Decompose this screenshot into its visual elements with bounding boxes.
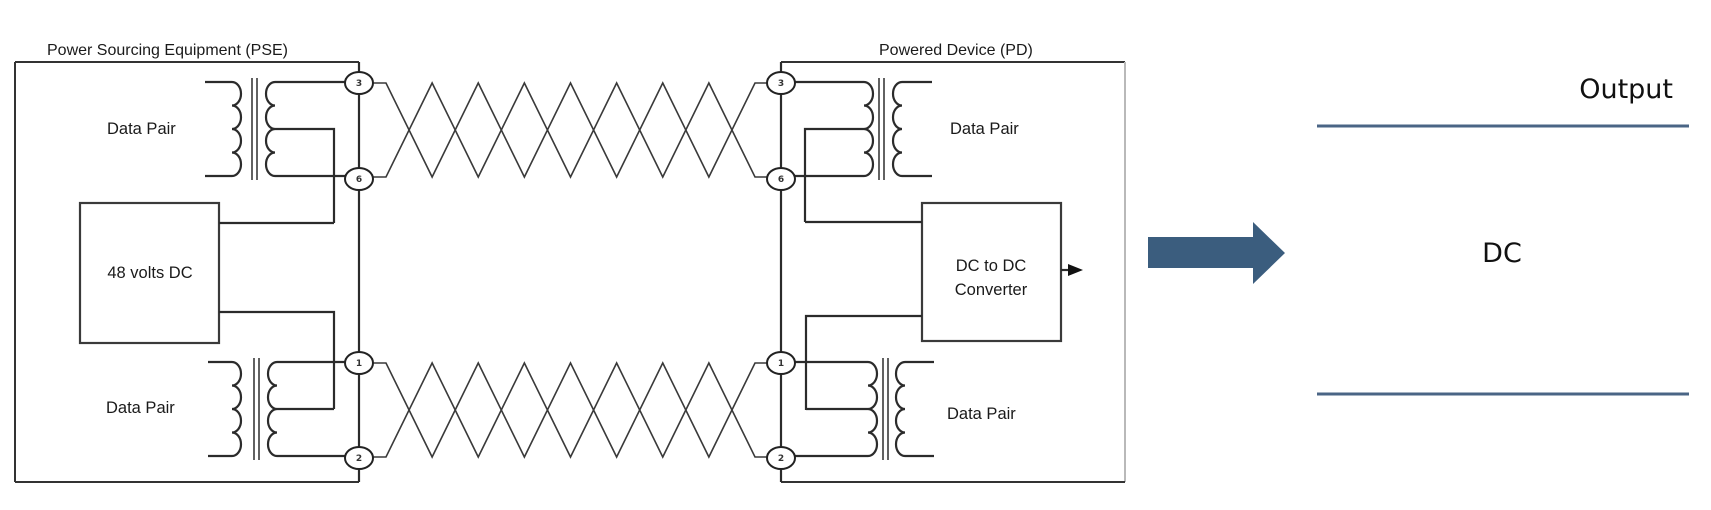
power-negative-wire: [219, 310, 336, 409]
svg-text:1: 1: [778, 359, 784, 369]
twisted-wire-a: [373, 81, 767, 179]
pse-frame: [14, 61, 359, 483]
pin-node-pse-top-b: 6: [344, 167, 374, 191]
svg-text:2: 2: [778, 454, 784, 464]
power-source-box: [78, 201, 221, 345]
svg-text:1: 1: [356, 359, 362, 369]
pin-node-pse-bottom-b: 2: [344, 446, 374, 470]
pin-node-pd-bottom-a: 1: [766, 351, 796, 375]
pd-bottom-data-pair-label: Data Pair: [947, 405, 1016, 423]
converter-label-line2: Converter: [955, 281, 1028, 299]
pd-bottom-transformer: [795, 358, 934, 460]
pd-top-transformer: [795, 78, 932, 222]
twisted-wire-b: [373, 81, 767, 179]
svg-text:2: 2: [356, 454, 362, 464]
pse-top-data-pair-label: Data Pair: [107, 120, 176, 138]
pd-frame: [781, 61, 1126, 483]
converter-box: [920, 201, 1063, 343]
svg-text:6: 6: [778, 175, 784, 185]
result-panel: Output DC: [1317, 74, 1689, 396]
converter-output-arrow-icon: [1061, 264, 1083, 276]
output-header: Output: [1579, 74, 1673, 105]
twisted-pair-top: [373, 81, 767, 179]
twisted-wire-b: [373, 361, 767, 459]
pse-bottom-transformer: [208, 358, 345, 460]
right-arrow-icon: [1148, 222, 1285, 284]
pin-node-pse-bottom-a: 1: [344, 351, 374, 375]
pin-node-pd-top-b: 6: [766, 167, 796, 191]
twisted-pair-bottom: [373, 361, 767, 459]
svg-text:3: 3: [356, 79, 362, 89]
svg-text:3: 3: [778, 79, 784, 89]
pd-title: Powered Device (PD): [879, 42, 1033, 59]
twisted-wire-a: [373, 361, 767, 459]
output-value: DC: [1482, 238, 1522, 269]
pse-bottom-data-pair-label: Data Pair: [106, 399, 175, 417]
pin-node-pse-top-a: 3: [344, 71, 374, 95]
pse-title: Power Sourcing Equipment (PSE): [47, 42, 288, 59]
converter-label-line1: DC to DC: [956, 257, 1027, 275]
pin-node-pd-bottom-b: 2: [766, 446, 796, 470]
pin-node-pd-top-a: 3: [766, 71, 796, 95]
pse-top-transformer: [205, 78, 345, 223]
pd-top-data-pair-label: Data Pair: [950, 120, 1019, 138]
svg-text:6: 6: [356, 175, 362, 185]
power-source-label: 48 volts DC: [107, 264, 192, 282]
pd-negative-wire: [804, 314, 922, 410]
